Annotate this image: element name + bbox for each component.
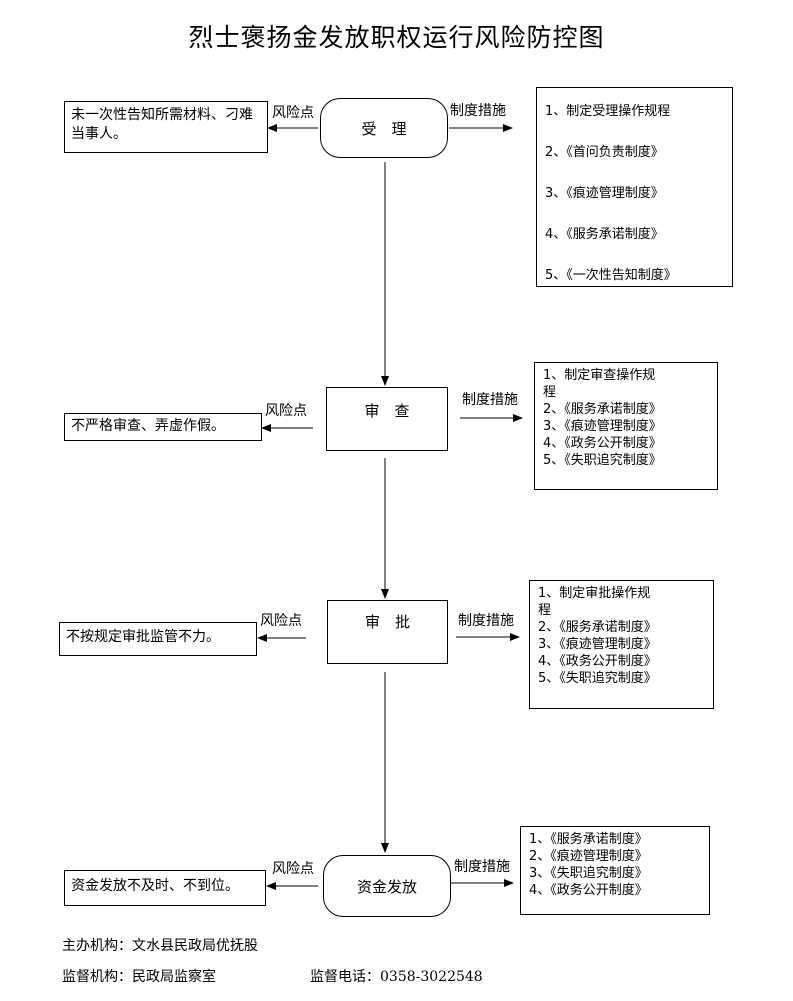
page-title: 烈士褒扬金发放职权运行风险防控图 [188, 23, 605, 52]
step-node-accept: 受 理 [320, 98, 448, 158]
measure-item: 3、《痕迹管理制度》 [545, 186, 664, 201]
control-measures-label-2: 制度措施 [462, 392, 518, 408]
measure-item: 4、《政务公开制度》 [543, 436, 662, 451]
step-node-approve: 审 批 [327, 600, 448, 664]
measure-item: 4、《服务承诺制度》 [545, 227, 664, 242]
measure-item: 2、《服务承诺制度》 [543, 402, 662, 417]
control-measures-label-3: 制度措施 [458, 613, 514, 629]
risk-box-3: 不按规定审批监管不力。 [59, 622, 257, 656]
measure-item: 5、《失职追究制度》 [538, 671, 657, 686]
measure-item: 2、《痕迹管理制度》 [529, 849, 648, 864]
risk-point-label-3: 风险点 [260, 613, 302, 629]
risk-box-2: 不严格审查、弄虚作假。 [64, 413, 262, 441]
measures-box-1: 1、制定受理操作规程 2、《首问负责制度》 3、《痕迹管理制度》 4、《服务承诺… [536, 87, 733, 287]
risk-point-label-2: 风险点 [265, 403, 307, 419]
measure-item: 5、《失职追究制度》 [543, 453, 662, 468]
measure-item: 5、《一次性告知制度》 [545, 268, 677, 283]
measure-item: 3、《痕迹管理制度》 [538, 637, 657, 652]
measures-box-3: 1、制定审批操作规 程 2、《服务承诺制度》 3、《痕迹管理制度》 4、《政务公… [529, 580, 714, 709]
measure-item: 3、《失职追究制度》 [529, 866, 648, 881]
control-measures-label-1: 制度措施 [450, 103, 506, 119]
measure-item: 2、《首问负责制度》 [545, 145, 664, 160]
risk-box-1: 未一次性告知所需材料、刁难当事人。 [64, 101, 268, 153]
measure-item: 1、制定审批操作规 [538, 586, 651, 601]
measure-item: 4、《政务公开制度》 [529, 883, 648, 898]
measures-box-4: 1、《服务承诺制度》 2、《痕迹管理制度》 3、《失职追究制度》 4、《政务公开… [520, 826, 710, 915]
measures-box-2: 1、制定审查操作规 程 2、《服务承诺制度》 3、《痕迹管理制度》 4、《政务公… [534, 362, 718, 490]
measure-item: 程 [538, 603, 552, 618]
measure-item: 1、《服务承诺制度》 [529, 832, 648, 847]
risk-box-4: 资金发放不及时、不到位。 [64, 870, 266, 906]
step-node-fund-disbursement: 资金发放 [323, 855, 451, 917]
measure-item: 1、制定受理操作规程 [545, 104, 671, 119]
step-node-review: 审 查 [326, 387, 448, 451]
measure-item: 3、《痕迹管理制度》 [543, 419, 662, 434]
footer-supervisor-agency: 监督机构：民政局监察室 [62, 969, 216, 985]
measure-item: 1、制定审查操作规 [543, 368, 656, 383]
measure-item: 4、《政务公开制度》 [538, 654, 657, 669]
measure-item: 2、《服务承诺制度》 [538, 620, 657, 635]
risk-point-label-1: 风险点 [272, 105, 314, 121]
footer-supervision-phone: 监督电话：0358-3022548 [310, 969, 483, 985]
measure-item: 程 [543, 385, 557, 400]
risk-point-label-4: 风险点 [272, 861, 314, 877]
footer-host-agency: 主办机构：文水县民政局优抚股 [62, 938, 258, 954]
control-measures-label-4: 制度措施 [454, 859, 510, 875]
